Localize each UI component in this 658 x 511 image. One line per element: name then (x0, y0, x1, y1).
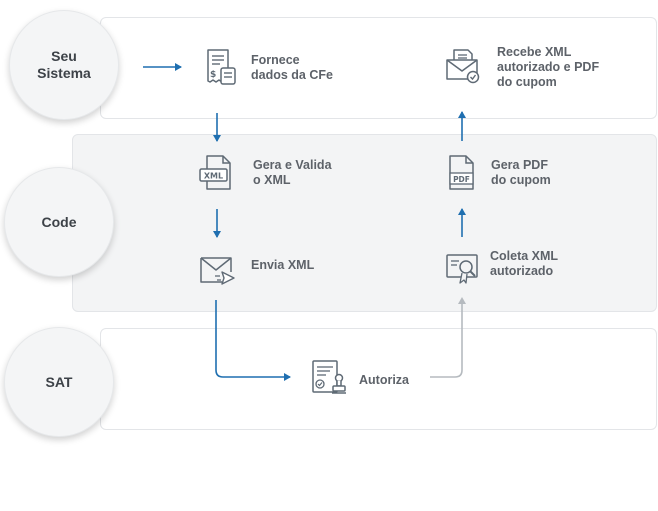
step-label-envia: Envia XML (251, 258, 315, 272)
lane-circle-code: Code (4, 167, 114, 277)
xml-icon-text: XML (204, 172, 223, 181)
pdf-icon-text: PDF (453, 175, 470, 184)
lane-sat (100, 328, 657, 430)
arrow-envia-to-autoriza (215, 300, 291, 381)
search-certificate-icon (446, 254, 478, 284)
step-label-autoriza: Autoriza (359, 373, 409, 387)
step-label-gera-valida: Gera e Valida o XML (253, 158, 332, 187)
envelope-check-icon (446, 49, 480, 84)
lane-circle-seu-sistema: Seu Sistema (9, 10, 119, 120)
lane-label-seu-sistema: Seu Sistema (37, 48, 91, 81)
lane-label-sat: SAT (45, 373, 73, 390)
step-label-recebe: Recebe XML autorizado e PDF do cupom (497, 45, 600, 89)
step-label-coleta: Coleta XML autorizado (490, 249, 559, 278)
lane-seu-sistema (100, 17, 657, 119)
envelope-send-icon (200, 257, 235, 285)
receipt-dollar-icon: $ (207, 49, 236, 85)
arrow-autoriza-to-coleta (430, 301, 463, 378)
certificate-stamp-icon (312, 360, 346, 394)
lane-label-code: Code (41, 213, 77, 230)
lane-circle-sat: SAT (4, 327, 114, 437)
step-label-gera-pdf: Gera PDF do cupom (491, 158, 551, 187)
lane-code (72, 134, 657, 312)
step-label-fornece: Fornece dados da CFe (251, 53, 333, 82)
pdf-file-icon: PDF (449, 155, 474, 190)
xml-file-icon: XML (199, 155, 231, 190)
svg-text:$: $ (210, 70, 216, 80)
